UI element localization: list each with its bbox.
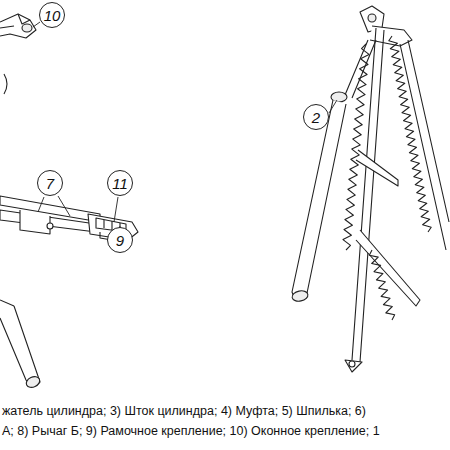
springs xyxy=(343,36,431,320)
coil-spring xyxy=(389,36,431,232)
window-mount xyxy=(0,14,36,38)
coil-spring xyxy=(369,250,394,320)
right-cylinder xyxy=(291,92,347,303)
callout-number: 9 xyxy=(116,233,124,248)
callout-circle: 2 xyxy=(303,104,329,130)
callout-number: 10 xyxy=(44,8,61,23)
right-assembly xyxy=(345,6,449,372)
callout-circle: 7 xyxy=(37,170,63,196)
cylinder-rod xyxy=(0,300,41,389)
coil-spring xyxy=(343,44,369,250)
callout-circle: 11 xyxy=(107,170,133,196)
callout-circle: 9 xyxy=(107,227,133,253)
caption-line: жатель цилиндра; 3) Шток цилиндра; 4) Му… xyxy=(2,404,366,419)
partial-part xyxy=(4,74,7,94)
callout-number: 11 xyxy=(112,176,128,191)
leader-lines xyxy=(33,22,337,236)
callout-circle: 10 xyxy=(39,2,66,29)
callout-number: 2 xyxy=(312,110,320,125)
callout-number: 7 xyxy=(46,176,54,191)
caption-line: А; 8) Рычаг Б; 9) Рамочное крепление; 10… xyxy=(2,424,380,439)
